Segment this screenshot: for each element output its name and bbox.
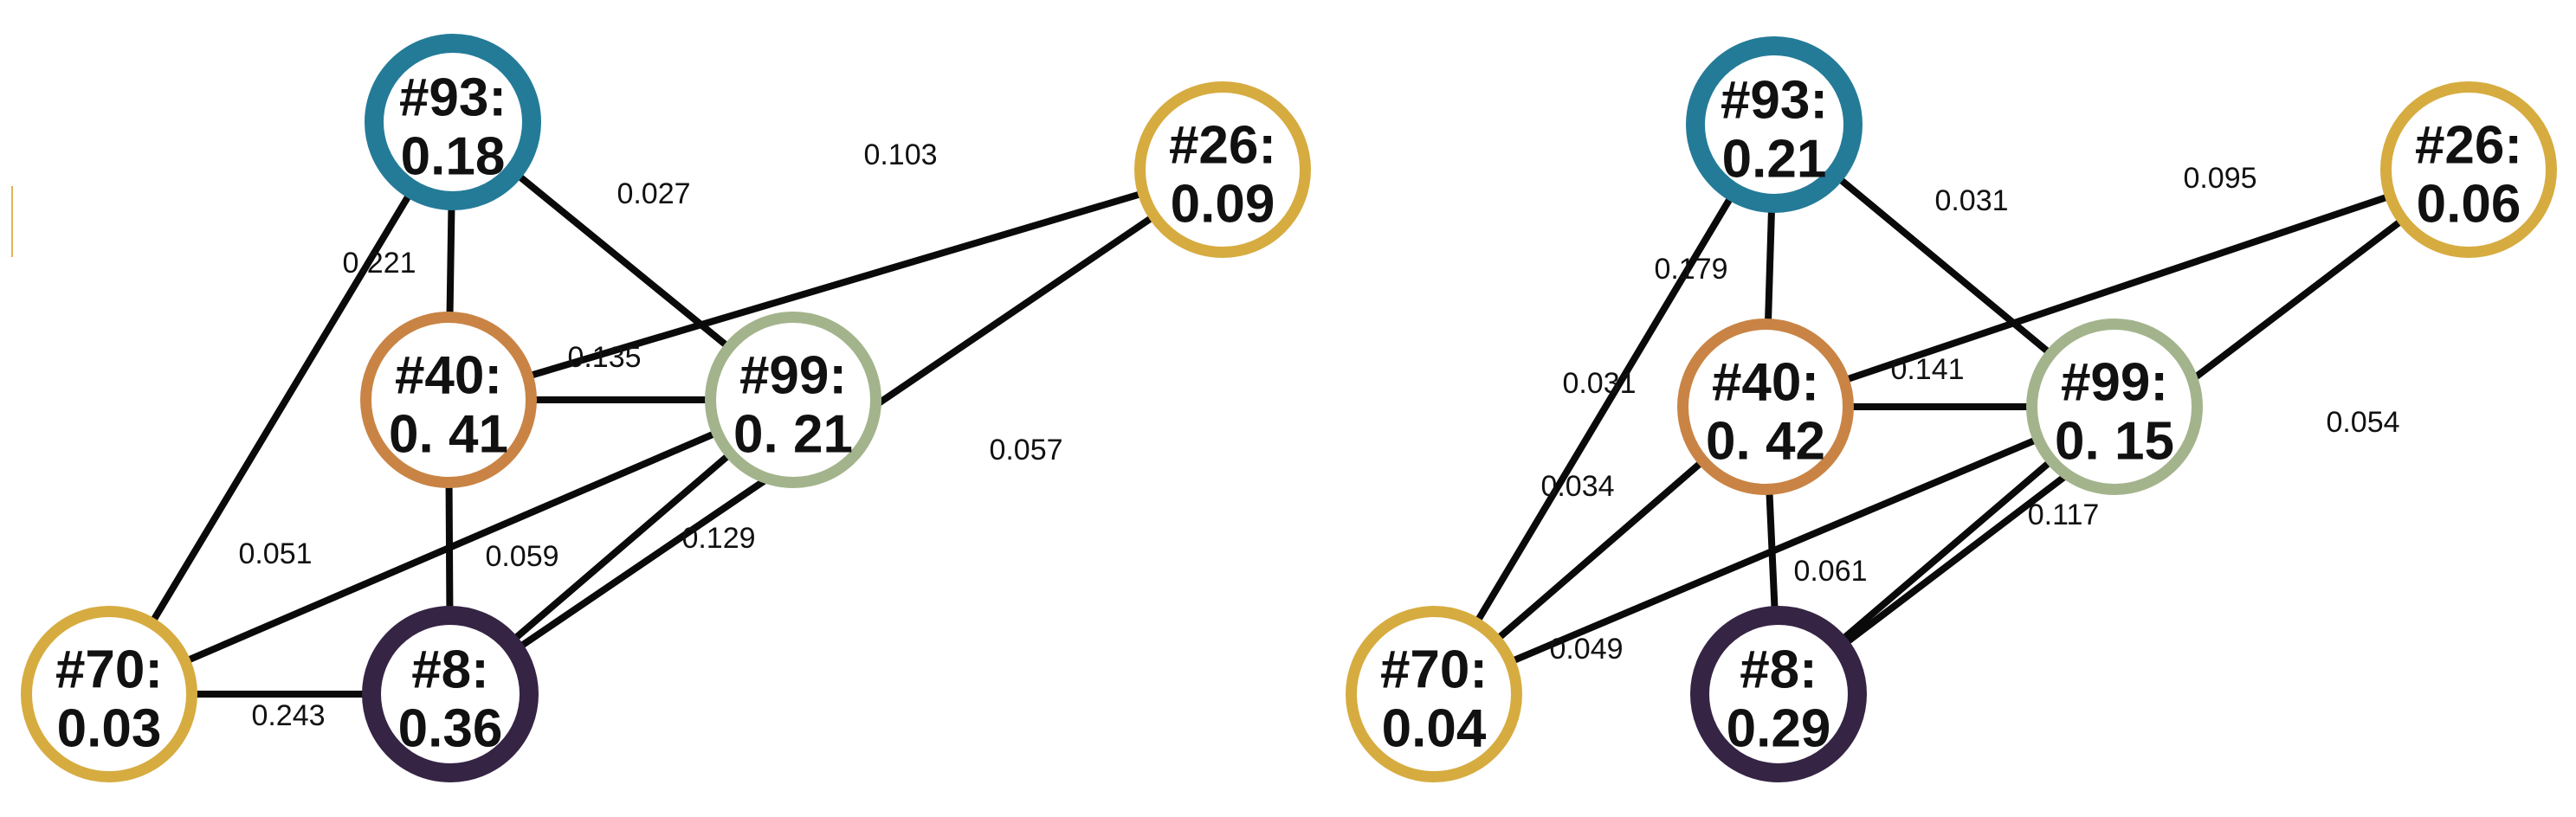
node-ring-left-93 <box>365 34 541 210</box>
node-id-label: #40: <box>1712 352 1819 412</box>
node-right-93: #93:0.21 <box>1686 36 1863 213</box>
node-right-70: #70:0.04 <box>1346 606 1522 782</box>
node-left-93: #93:0.18 <box>365 34 541 210</box>
edge-label-left-99-8: 0.129 <box>681 522 755 555</box>
node-value-label: 0.36 <box>398 698 503 758</box>
node-right-40: #40:0. 42 <box>1677 318 1854 495</box>
node-ring-right-93 <box>1686 36 1863 213</box>
node-ring-right-26 <box>2380 81 2557 258</box>
edge-left-93-70 <box>106 119 456 698</box>
node-right-8: #8:0.29 <box>1690 606 1867 782</box>
edge-left-40-26 <box>445 166 1226 403</box>
edge-label-right-93-99: 0.031 <box>1934 184 2008 217</box>
node-value-label: 0. 41 <box>389 404 508 464</box>
edge-label-left-70-8: 0.243 <box>251 699 325 732</box>
node-ring-left-99 <box>705 312 881 488</box>
edge-label-right-93-40: 0.179 <box>1654 253 1727 286</box>
node-ring-right-40 <box>1677 318 1854 495</box>
edge-label-left-40-8: 0.059 <box>485 540 558 573</box>
node-id-label: #93: <box>1721 70 1828 130</box>
node-ring-left-40 <box>360 312 537 488</box>
node-value-label: 0.09 <box>1171 174 1275 234</box>
node-ring-right-99 <box>2026 318 2203 495</box>
node-ring-right-8 <box>1690 606 1867 782</box>
edge-left-99-70 <box>106 396 797 698</box>
node-value-label: 0.18 <box>401 126 506 186</box>
node-left-8: #8:0.36 <box>362 606 539 782</box>
node-left-99: #99:0. 21 <box>705 312 881 488</box>
edge-label-left-99-70: 0.051 <box>238 537 312 570</box>
edge-right-93-70 <box>1430 121 1778 698</box>
node-id-label: #70: <box>55 640 163 699</box>
edge-label-right-99-8: 0.117 <box>2028 499 2100 531</box>
node-ring-left-8 <box>362 606 539 782</box>
edge-label-right-93-70: 0.031 <box>1562 367 1636 400</box>
node-id-label: #99: <box>739 345 847 405</box>
node-id-label: #26: <box>2415 115 2522 175</box>
edge-right-99-70 <box>1430 403 2118 698</box>
edge-labels-layer: 0.221 0.027 0.103 0.135 0.059 0.051 0.129 0.057… <box>238 138 2399 732</box>
node-value-label: 0. 42 <box>1706 411 1825 471</box>
edge-label-left-93-99: 0.027 <box>617 177 690 210</box>
node-right-26: #26:0.06 <box>2380 81 2557 258</box>
node-left-26: #26:0.09 <box>1134 81 1311 258</box>
node-ring-right-70 <box>1346 606 1522 782</box>
node-left-40: #40:0. 41 <box>360 312 537 488</box>
edge-label-right-99-70: 0.049 <box>1549 633 1623 666</box>
node-ring-left-26 <box>1134 81 1311 258</box>
node-id-label: #99: <box>2061 352 2168 412</box>
node-id-label: #40: <box>395 345 502 405</box>
node-value-label: 0.06 <box>2417 174 2521 234</box>
edge-right-40-26 <box>1762 166 2472 410</box>
node-value-label: 0. 15 <box>2055 411 2174 471</box>
node-id-label: #8: <box>1740 640 1817 699</box>
node-value-label: 0.03 <box>57 698 162 758</box>
edge-label-right-40-99: 0.141 <box>1890 353 1964 386</box>
edge-label-left-40-26: 0.103 <box>863 138 937 171</box>
node-value-label: 0.04 <box>1382 698 1487 758</box>
edge-label-left-40-99: 0.135 <box>567 341 641 374</box>
node-left-70: #70:0.03 <box>21 606 197 782</box>
node-id-label: #93: <box>399 68 507 127</box>
edge-label-right-40-70: 0.034 <box>1540 470 1614 503</box>
edge-label-left-26-8: 0.057 <box>989 434 1062 466</box>
nodes-layer: #93:0.18#26:0.09#40:0. 41#99:0. 21#70:0.… <box>21 34 2557 782</box>
edge-label-right-40-26: 0.095 <box>2183 162 2256 195</box>
node-value-label: 0. 21 <box>733 404 853 464</box>
edge-label-left-93-40: 0.221 <box>342 247 416 280</box>
node-value-label: 0.21 <box>1722 129 1827 189</box>
node-id-label: #26: <box>1169 115 1276 175</box>
node-ring-left-70 <box>21 606 197 782</box>
node-id-label: #70: <box>1380 640 1488 699</box>
node-id-label: #8: <box>411 640 489 699</box>
node-value-label: 0.29 <box>1727 698 1831 758</box>
node-right-99: #99:0. 15 <box>2026 318 2203 495</box>
edge-label-right-40-8: 0.061 <box>1793 555 1867 588</box>
edge-label-right-26-8: 0.054 <box>2326 406 2399 439</box>
